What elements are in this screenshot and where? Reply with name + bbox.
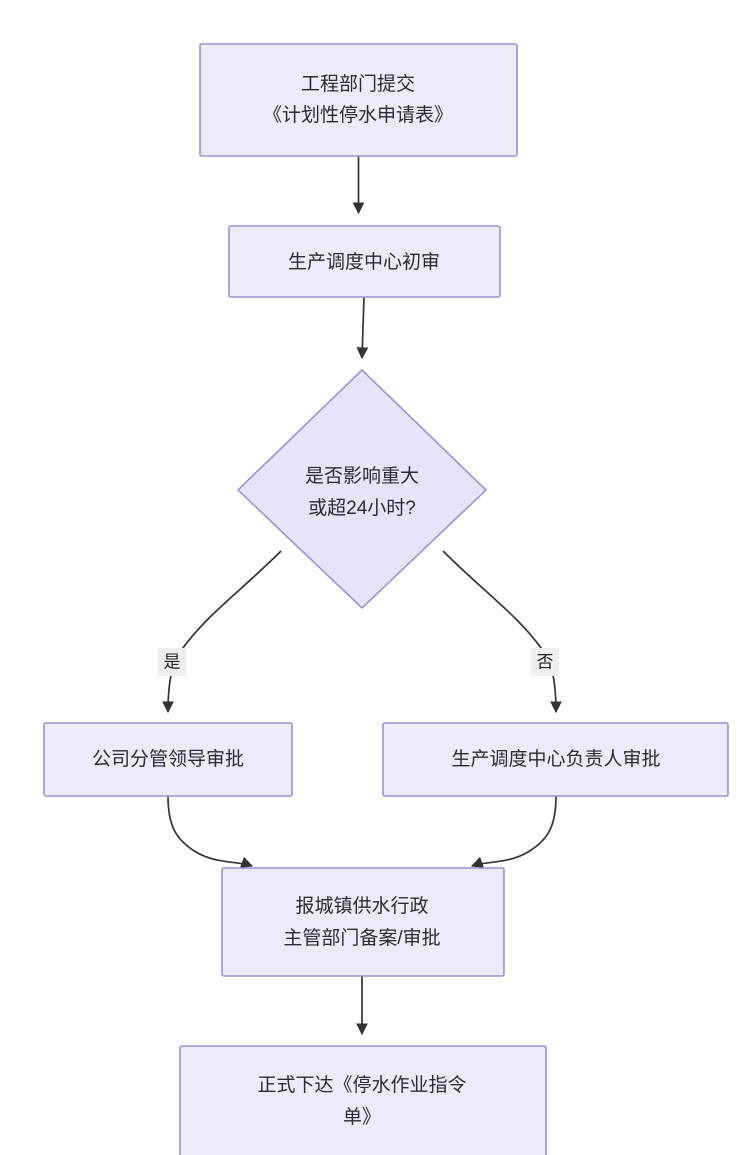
edge-label-no-text: 否 (537, 652, 554, 671)
edge-n5-n6 (470, 795, 557, 869)
node-n7-line-2: 单》 (343, 1106, 381, 1128)
node-n1-shape[interactable] (199, 43, 518, 157)
node-n6-line-2: 主管部门备案/审批 (283, 927, 440, 949)
node-n5[interactable]: 生产调度中心负责人审批 (382, 722, 729, 797)
node-n5-shape[interactable] (382, 722, 729, 797)
edge-n2-n3 (356, 296, 369, 360)
edge-label-no: 否 (531, 648, 559, 676)
edge-n3-n4 (162, 550, 282, 714)
node-n4[interactable]: 公司分管领导审批 (43, 722, 293, 797)
node-n4-shape[interactable] (43, 722, 293, 797)
edge-n4-n6 (167, 795, 254, 869)
edge-label-yes-bg (158, 648, 186, 676)
node-n6[interactable]: 报城镇供水行政 主管部门备案/审批 (221, 867, 505, 977)
edge-label-no-bg (531, 648, 559, 676)
node-n5-line-1: 生产调度中心负责人审批 (451, 748, 660, 770)
node-n1-line-1: 工程部门提交 (301, 73, 415, 95)
node-n2-shape[interactable] (228, 225, 501, 298)
node-n1-line-2: 《计划性停水申请表》 (263, 104, 453, 126)
node-n3-line-1: 是否影响重大 (305, 465, 419, 487)
node-n2-line-1: 生产调度中心初审 (288, 251, 440, 273)
node-n1[interactable]: 工程部门提交 《计划性停水申请表》 (199, 43, 518, 157)
node-n4-line-1: 公司分管领导审批 (92, 748, 244, 770)
edges-layer (162, 156, 562, 1036)
edge-label-yes-text: 是 (164, 652, 181, 671)
node-n6-line-1: 报城镇供水行政 (295, 895, 428, 917)
node-n7[interactable]: 正式下达《停水作业指令 单》 (179, 1045, 547, 1155)
node-n7-shape[interactable] (179, 1045, 547, 1155)
node-n2[interactable]: 生产调度中心初审 (228, 225, 501, 298)
node-n3[interactable]: 是否影响重大 或超24小时? (236, 368, 488, 610)
node-n7-line-1: 正式下达《停水作业指令 (257, 1074, 466, 1096)
node-n6-shape[interactable] (221, 867, 505, 977)
node-n3-shape[interactable] (236, 368, 488, 610)
edge-label-yes: 是 (158, 648, 186, 676)
edge-n3-n5 (442, 550, 562, 714)
node-n3-line-2: 或超24小时? (308, 497, 416, 519)
